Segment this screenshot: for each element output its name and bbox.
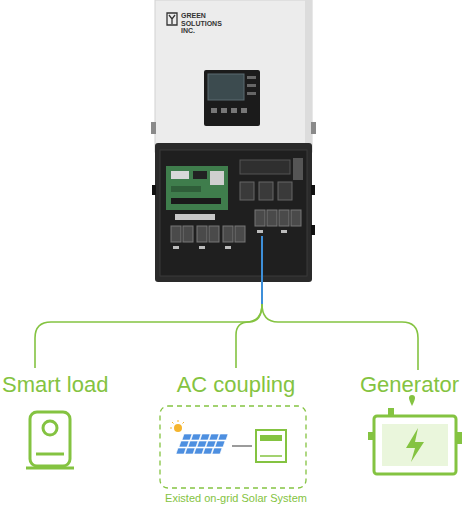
device-node: Smart load — [0, 368, 140, 478]
brand-logo-text: GREEN SOLUTIONS INC. — [181, 12, 223, 35]
device-node: AC couplingExisted on-grid Solar System — [148, 368, 324, 508]
connector-path — [236, 304, 262, 368]
caption-text: Existed on-grid Solar System — [165, 492, 307, 504]
connector-line — [236, 282, 262, 368]
node-label: Smart load — [2, 372, 108, 398]
node-label: Generator — [360, 372, 459, 398]
device-node: Generator — [358, 370, 468, 480]
connector-line — [35, 282, 262, 368]
connector-path — [262, 304, 418, 370]
cable-segment — [261, 282, 263, 304]
node-label: AC coupling — [177, 372, 296, 398]
inverter-unit: GREEN SOLUTIONS INC. — [155, 0, 312, 282]
inverter-illustration — [155, 0, 312, 282]
cable-segment — [261, 282, 263, 304]
connector-path — [35, 304, 262, 368]
connector-line — [262, 282, 418, 370]
cable-segment — [261, 282, 263, 304]
